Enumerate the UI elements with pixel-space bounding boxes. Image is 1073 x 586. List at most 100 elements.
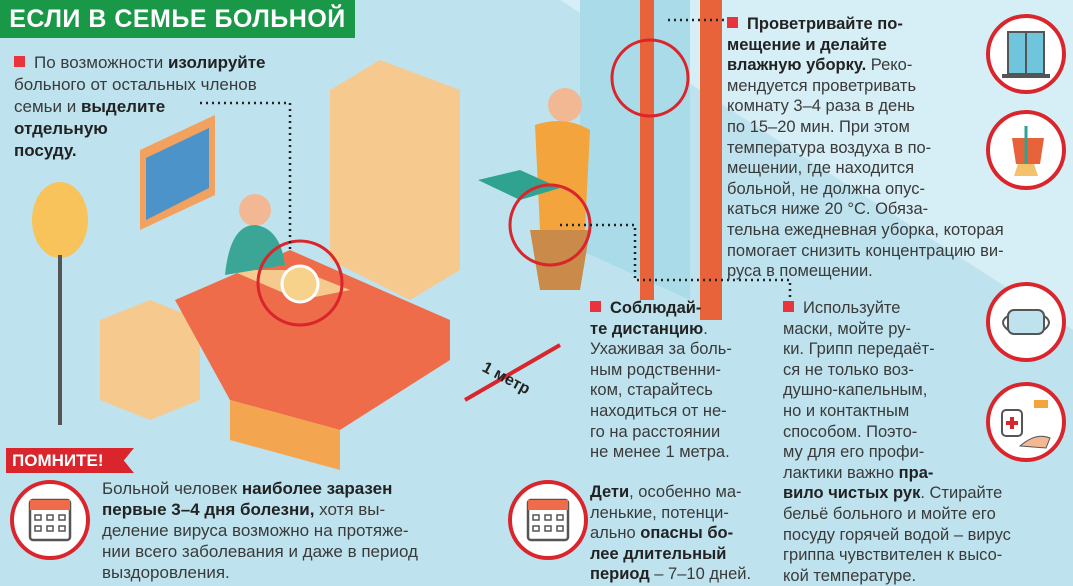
text-line: больной, не должна опус- [727, 179, 1004, 200]
text-line: семьи и выделите [14, 96, 266, 118]
bold-text: опасны бо- [640, 524, 734, 543]
text: душно-капельным, [783, 381, 928, 400]
text: семьи и [14, 97, 81, 116]
nightstand [100, 300, 200, 420]
calendar-icon [10, 480, 90, 560]
text-line: мендуется проветривать [727, 76, 1004, 97]
text-line: ленькие, потенци- [590, 503, 751, 524]
text: посуду горячей водой – вирус [783, 525, 1011, 544]
bold-text: пра- [898, 463, 934, 482]
bold-text: мещение и делайте [727, 35, 887, 54]
bold-text: посуду. [14, 141, 77, 160]
text: больной, не должна опус- [727, 179, 925, 198]
distance-paragraph: Соблюдай-те дистанцию.Ухаживая за боль-н… [590, 298, 732, 463]
bold-text: влажную уборку. [727, 56, 867, 75]
bold-text: выделите [80, 97, 166, 116]
bold-text: Дети [590, 483, 630, 501]
text: ся не только воз- [783, 360, 914, 379]
text-line: влажную уборку. Реко- [727, 55, 1004, 76]
text-line: по 15–20 мин. При этом [727, 117, 1004, 138]
text-line: первые 3–4 дня болезни, хотя вы- [102, 499, 418, 520]
curtain-left [640, 0, 654, 300]
text: – 7–10 дней. [649, 565, 752, 584]
text: способом. Поэто- [783, 422, 918, 441]
text: ленькие, потенци- [590, 503, 729, 522]
text-line: не менее 1 метра. [590, 442, 732, 463]
text-line: Ухаживая за боль- [590, 339, 732, 360]
text: Больной человек [102, 479, 242, 498]
bold-text: те дистанцию [590, 319, 704, 338]
text-line: ным родственни- [590, 360, 732, 381]
text: помогает снизить концентрацию ви- [727, 241, 1004, 260]
tray [478, 170, 560, 200]
text: . [703, 319, 708, 338]
text-line: Больной человек наиболее заразен [102, 478, 418, 499]
text-line: период – 7–10 дней. [590, 564, 751, 585]
text-line: каться ниже 20 °С. Обяза- [727, 199, 1004, 220]
highlight-circle [256, 239, 344, 327]
text: Реко- [866, 56, 913, 75]
text-line: помогает снизить концентрацию ви- [727, 241, 1004, 262]
bed [175, 250, 450, 430]
hand-washing-icon [986, 382, 1066, 462]
text: деление вируса возможно на протяже- [102, 521, 409, 540]
calendar-icon [508, 480, 588, 560]
text: хотя вы- [314, 500, 386, 519]
bullet-marker [14, 56, 25, 67]
text-line: гриппа чувствителен к высо- [783, 545, 1011, 566]
text: тельна ежедневная уборка, которая [727, 220, 1004, 239]
text: больного от остальных членов [14, 75, 257, 94]
floor-lamp [32, 182, 88, 258]
text: ально [590, 524, 641, 543]
face-mask-icon [986, 282, 1066, 362]
text: мендуется проветривать [727, 76, 917, 95]
bold-text: изолируйте [167, 53, 266, 72]
text: , особенно ма- [629, 483, 742, 501]
children-paragraph: Дети, особенно ма-ленькие, потенци-ально… [590, 482, 751, 585]
text: кой температуре. [783, 566, 917, 585]
text-line: температура воздуха в по- [727, 138, 1004, 159]
caregiver [548, 88, 582, 122]
bookshelf [330, 60, 460, 300]
text-line: Используйте [783, 298, 1011, 319]
text: му для его профи- [783, 443, 925, 462]
text-line: больного от остальных членов [14, 74, 266, 96]
text: лактики важно [783, 463, 899, 482]
text: мещении, где находится [727, 159, 915, 178]
text: По возможности [34, 53, 168, 72]
text-line: способом. Поэто- [783, 422, 1011, 443]
text: руса в помещении. [727, 262, 873, 281]
text: выздоровления. [102, 563, 230, 582]
text-line: тельна ежедневная уборка, которая [727, 220, 1004, 241]
text-line: лее длительный [590, 544, 751, 565]
distance-arrow [463, 343, 562, 402]
bold-text: отдельную [14, 119, 108, 138]
text: не менее 1 метра. [590, 443, 730, 462]
text: по 15–20 мин. При этом [727, 117, 910, 136]
text: . Стирайте [920, 484, 1003, 503]
text: нии всего заболевания и даже в период [102, 542, 418, 561]
text-line: бельё больного и мойте его [783, 504, 1011, 525]
mop-bucket-icon [986, 110, 1066, 190]
remember-banner: ПОМНИТЕ! [6, 448, 134, 473]
bold-text: период [590, 565, 650, 584]
bold-text: первые 3–4 дня болезни, [102, 500, 315, 519]
text-line: По возможности изолируйте [14, 52, 266, 74]
bold-text: вило чистых рук [783, 484, 921, 503]
text-line: маски, мойте ру- [783, 319, 1011, 340]
text-line: руса в помещении. [727, 261, 1004, 282]
curtain-right [700, 0, 722, 320]
text-line: но и контактным [783, 401, 1011, 422]
text: го на расстоянии [590, 422, 721, 441]
text-line: Дети, особенно ма- [590, 482, 751, 503]
plate [280, 264, 320, 304]
text: бельё больного и мойте его [783, 504, 996, 523]
text: комнату 3–4 раза в день [727, 97, 915, 116]
text-line: находиться от не- [590, 401, 732, 422]
text-line: мещение и делайте [727, 35, 1004, 56]
text: гриппа чувствителен к высо- [783, 546, 1003, 565]
text: находиться от не- [590, 401, 727, 420]
text: ным родственни- [590, 360, 722, 379]
text-line: посуду. [14, 140, 266, 162]
